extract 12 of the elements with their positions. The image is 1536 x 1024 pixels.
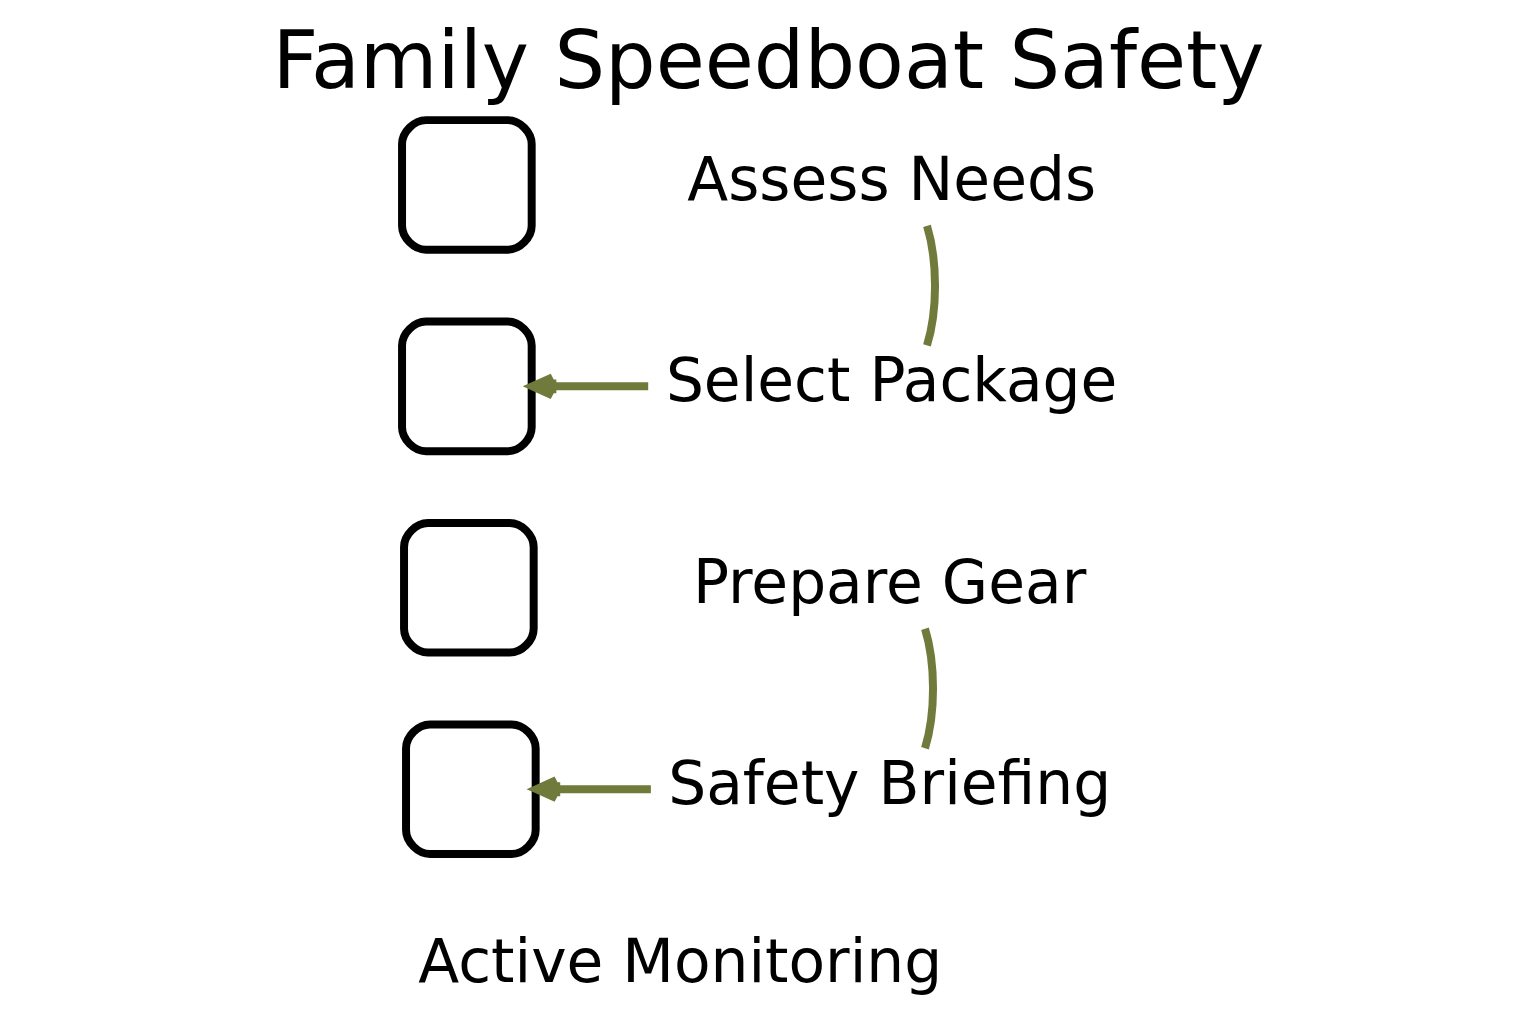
node-box: [401, 720, 540, 858]
node-text: Active Monitoring: [417, 925, 942, 996]
connector: [920, 627, 937, 750]
node-box: [397, 116, 536, 254]
connector: [922, 224, 939, 347]
node-text: Prepare Gear: [692, 546, 1086, 617]
node-text: Assess Needs: [686, 143, 1096, 214]
node-box: [397, 317, 536, 456]
node-box: [399, 519, 538, 657]
diagram-title: Family Speedboat Safety: [271, 14, 1265, 108]
node-text: Safety Briefing: [667, 748, 1111, 819]
node-text: Select Package: [665, 345, 1117, 416]
